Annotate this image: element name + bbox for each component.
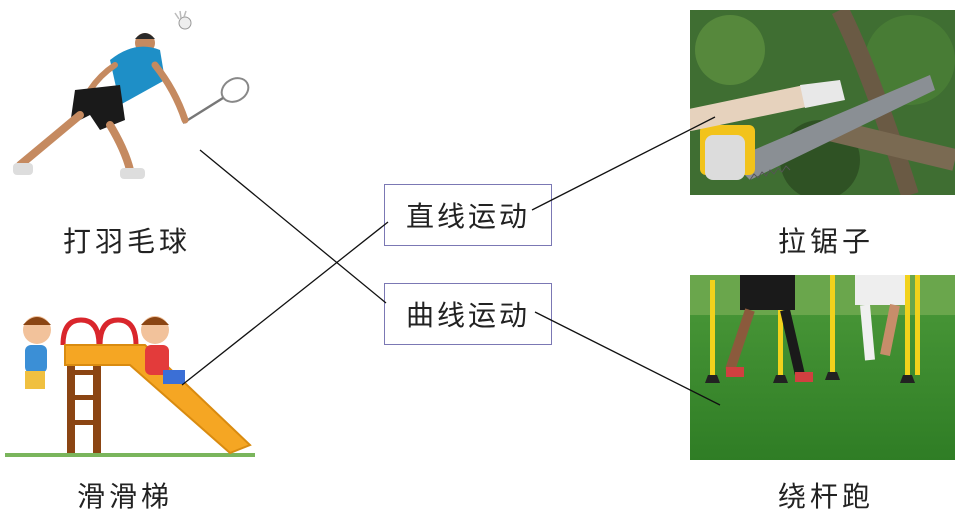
caption-badminton: 打羽毛球 [63, 225, 192, 258]
category-box-straight: 直线运动 [384, 184, 552, 246]
badminton-image [5, 5, 250, 190]
slide-image [5, 305, 255, 460]
caption-sawing: 拉锯子 [778, 225, 875, 258]
line-sawing-to-straight [531, 116, 716, 211]
category-box-curved: 曲线运动 [384, 283, 552, 345]
sawing-image [690, 10, 955, 195]
slalom-image [690, 275, 955, 460]
category-label-straight: 直线运动 [405, 200, 530, 233]
caption-slide: 滑滑梯 [77, 480, 174, 513]
category-label-curved: 曲线运动 [405, 299, 530, 332]
caption-slalom: 绕杆跑 [778, 480, 875, 513]
